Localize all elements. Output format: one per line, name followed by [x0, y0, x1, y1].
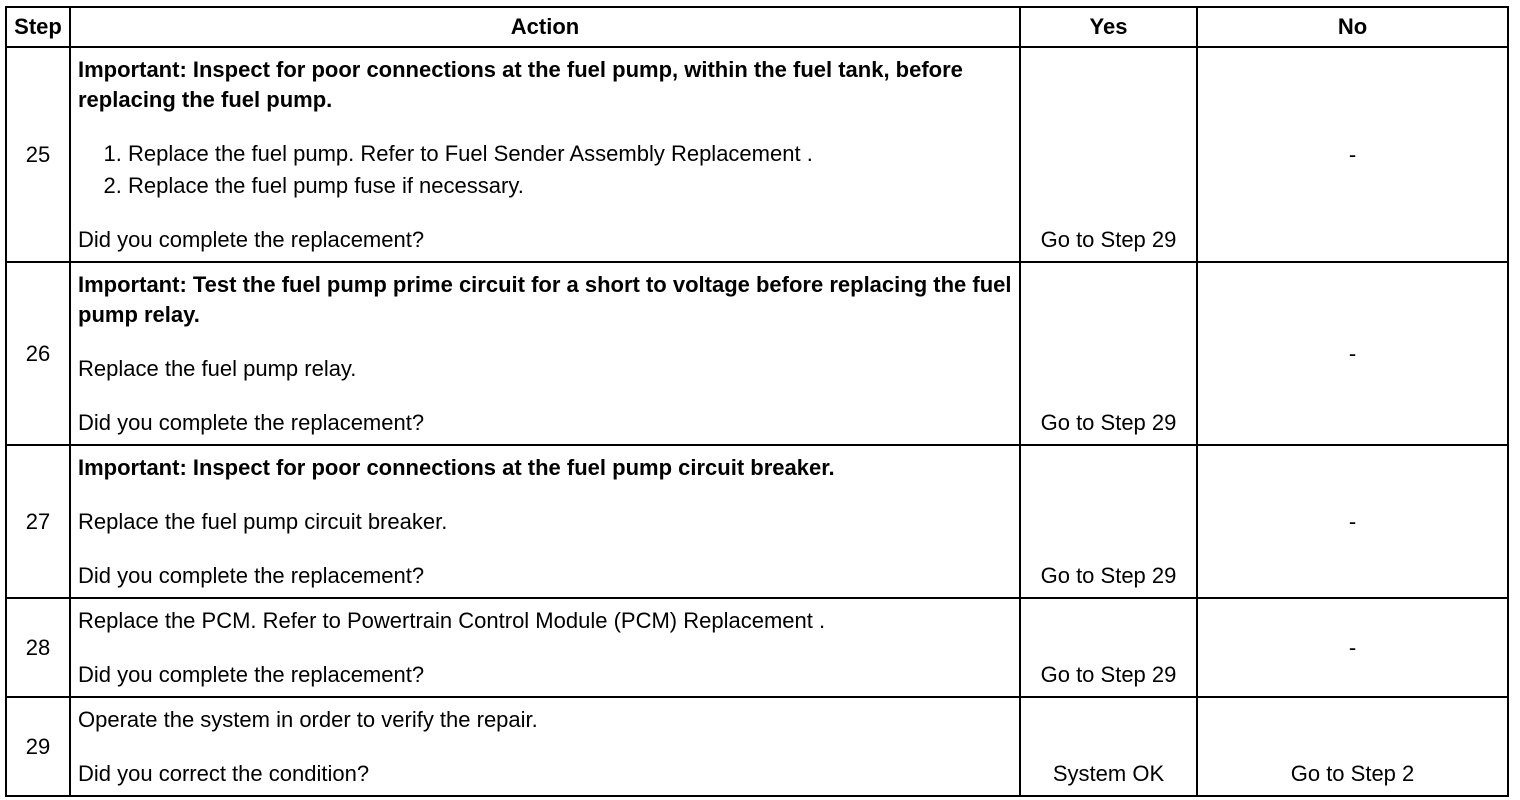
- diagnostic-table-container: Step Action Yes No 25 Important: Inspect…: [5, 6, 1509, 797]
- yes-result: System OK: [1019, 696, 1198, 797]
- yes-result: Go to Step 29: [1019, 261, 1198, 446]
- table-row-step-26: 26 Important: Test the fuel pump prime c…: [5, 261, 1509, 446]
- no-result: Go to Step 2: [1196, 696, 1509, 797]
- instruction-text: Replace the fuel pump circuit breaker.: [78, 509, 448, 534]
- step-number: 26: [5, 261, 71, 446]
- no-result: -: [1196, 444, 1509, 599]
- table-row-step-28: 28 Replace the PCM. Refer to Powertrain …: [5, 597, 1509, 698]
- instruction-text: Operate the system in order to verify th…: [78, 707, 538, 732]
- question-text: Did you complete the replacement?: [78, 410, 425, 435]
- header-row: Step Action Yes No: [5, 6, 1509, 48]
- action-cell: Important: Inspect for poor connections …: [69, 46, 1021, 263]
- diagnostic-table: Step Action Yes No 25 Important: Inspect…: [5, 6, 1509, 797]
- yes-result: Go to Step 29: [1019, 597, 1198, 698]
- important-note: Important: Test the fuel pump prime circ…: [78, 272, 1012, 327]
- list-item: Replace the fuel pump. Refer to Fuel Sen…: [128, 139, 1013, 169]
- step-number: 28: [5, 597, 71, 698]
- no-result: -: [1196, 261, 1509, 446]
- instruction-list: Replace the fuel pump. Refer to Fuel Sen…: [78, 139, 1013, 201]
- instruction-text: Replace the PCM. Refer to Powertrain Con…: [78, 608, 826, 633]
- action-cell: Operate the system in order to verify th…: [69, 696, 1021, 797]
- header-action: Action: [69, 6, 1021, 48]
- action-cell: Important: Inspect for poor connections …: [69, 444, 1021, 599]
- header-step: Step: [5, 6, 71, 48]
- step-number: 27: [5, 444, 71, 599]
- table-row-step-27: 27 Important: Inspect for poor connectio…: [5, 444, 1509, 599]
- question-text: Did you correct the condition?: [78, 761, 370, 786]
- header-no: No: [1196, 6, 1509, 48]
- important-note: Important: Inspect for poor connections …: [78, 57, 963, 112]
- step-number: 29: [5, 696, 71, 797]
- question-text: Did you complete the replacement?: [78, 563, 425, 588]
- no-result: -: [1196, 597, 1509, 698]
- yes-result: Go to Step 29: [1019, 444, 1198, 599]
- yes-result: Go to Step 29: [1019, 46, 1198, 263]
- action-cell: Important: Test the fuel pump prime circ…: [69, 261, 1021, 446]
- header-yes: Yes: [1019, 6, 1198, 48]
- table-row-step-25: 25 Important: Inspect for poor connectio…: [5, 46, 1509, 263]
- step-number: 25: [5, 46, 71, 263]
- action-cell: Replace the PCM. Refer to Powertrain Con…: [69, 597, 1021, 698]
- list-item: Replace the fuel pump fuse if necessary.: [128, 171, 1013, 201]
- table-row-step-29: 29 Operate the system in order to verify…: [5, 696, 1509, 797]
- question-text: Did you complete the replacement?: [78, 227, 425, 252]
- instruction-text: Replace the fuel pump relay.: [78, 356, 357, 381]
- no-result: -: [1196, 46, 1509, 263]
- question-text: Did you complete the replacement?: [78, 662, 425, 687]
- important-note: Important: Inspect for poor connections …: [78, 455, 835, 480]
